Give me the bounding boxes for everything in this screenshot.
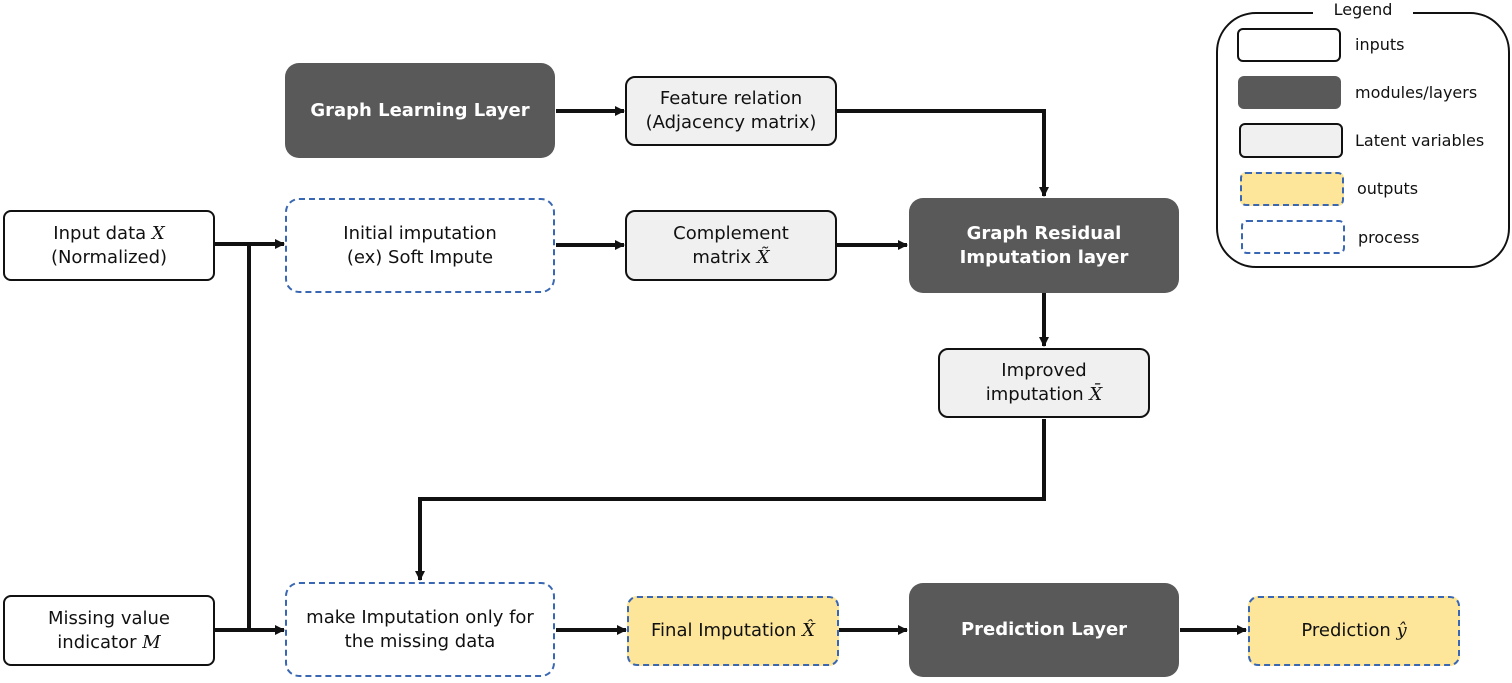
initial-imputation-line2: (ex) Soft Impute: [346, 246, 494, 268]
complement-symbol: X̃: [756, 246, 770, 268]
feature-relation-line2: (Adjacency matrix): [645, 112, 817, 133]
complement-matrix-box: Complement matrix X̃: [625, 210, 837, 281]
final-imputation-symbol: X̂: [802, 620, 815, 641]
legend-swatch-modules: [1238, 76, 1341, 109]
legend-title: Legend: [1313, 0, 1413, 20]
graph-residual-imputation-layer: Graph Residual Imputation layer: [909, 198, 1179, 293]
prediction-layer: Prediction Layer: [909, 583, 1179, 677]
prediction-text: Prediction: [1301, 620, 1397, 641]
missing-text: indicator: [57, 631, 143, 653]
complement-line1: Complement: [673, 222, 789, 244]
complement-text: matrix: [692, 246, 757, 268]
legend-label-outputs: outputs: [1357, 179, 1419, 198]
improved-symbol: X̄: [1089, 384, 1103, 405]
improved-line1: Improved: [1001, 360, 1087, 381]
final-imputation-box: Final Imputation X̂: [627, 596, 839, 666]
final-imputation-text: Final Imputation: [651, 620, 803, 641]
initial-imputation-line1: Initial imputation: [343, 222, 497, 244]
input-data-text: Input data: [53, 222, 152, 244]
arrow-feature-relation-to-graph-residual: [837, 109, 1049, 197]
improved-text: imputation: [985, 384, 1090, 405]
legend-label-process: process: [1358, 228, 1420, 247]
graph-learning-label: Graph Learning Layer: [310, 99, 530, 121]
legend-label-modules: modules/layers: [1355, 83, 1478, 102]
make-imputation-line2: the missing data: [344, 630, 496, 652]
prediction-box: Prediction ŷ: [1248, 596, 1460, 666]
prediction-layer-label: Prediction Layer: [960, 619, 1128, 640]
input-data-symbol: X: [151, 222, 165, 244]
legend-swatch-outputs: [1240, 172, 1344, 206]
make-imputation-line1: make Imputation only for: [306, 606, 534, 628]
input-data-line2: (Normalized): [50, 246, 168, 268]
graph-residual-line2: Imputation layer: [959, 246, 1129, 268]
arrow-improved-to-make-imputation: [415, 419, 1046, 581]
legend-swatch-latent: [1239, 123, 1343, 158]
legend-label-inputs: inputs: [1355, 35, 1405, 54]
initial-imputation-box: Initial imputation (ex) Soft Impute: [285, 198, 555, 293]
input-data-box: Input data X (Normalized): [3, 210, 215, 281]
legend-label-latent: Latent variables: [1355, 131, 1485, 150]
feature-relation-line1: Feature relation: [659, 88, 803, 109]
legend-swatch-inputs: [1237, 28, 1341, 62]
legend-swatch-process: [1241, 220, 1345, 254]
make-imputation-box: make Imputation only for the missing dat…: [285, 582, 555, 677]
missing-symbol: M: [142, 631, 161, 653]
graph-learning-layer: Graph Learning Layer: [285, 63, 555, 158]
missing-line1: Missing value: [47, 607, 170, 629]
feature-relation-box: Feature relation (Adjacency matrix): [625, 76, 837, 146]
missing-value-indicator-box: Missing value indicator M: [3, 595, 215, 666]
improved-imputation-box: Improved imputation X̄: [938, 348, 1150, 418]
prediction-symbol: ŷ: [1396, 620, 1407, 641]
graph-residual-line1: Graph Residual: [966, 222, 1122, 244]
